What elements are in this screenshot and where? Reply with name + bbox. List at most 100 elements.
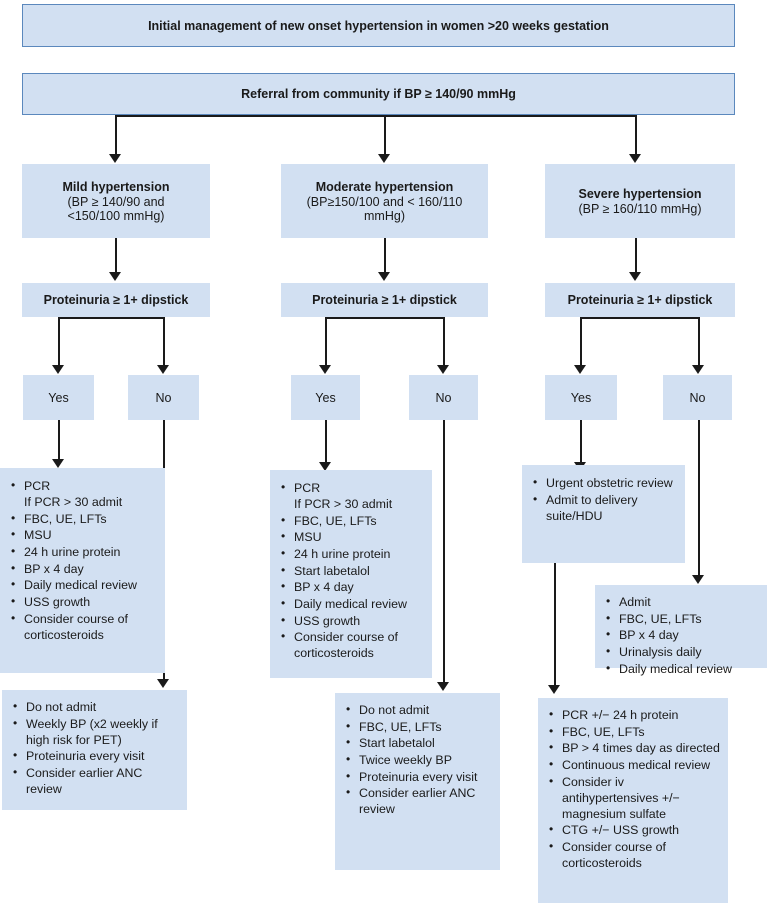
category-criteria-moderate-line1: (BP≥150/100 and < 160/110: [306, 195, 463, 209]
moderate-proteinuria-split: [325, 317, 443, 319]
mild-no-to-actions-arrow: [157, 679, 169, 688]
list-item: BP > 4 times day as directed: [549, 740, 722, 756]
list-item: BP x 4 day: [11, 561, 159, 577]
severe-to-proteinuria-line: [635, 238, 637, 274]
actions-box-moderate-no: Do not admitFBC, UE, LFTsStart labetalol…: [335, 693, 500, 870]
list-item-line: Continuous medical review: [562, 757, 711, 772]
list-item: Consider course of corticosteroids: [11, 611, 159, 643]
mild-yes-to-actions-line: [58, 420, 60, 462]
yes-box-mild: Yes: [23, 375, 94, 420]
list-item: FBC, UE, LFTs: [11, 511, 159, 527]
actions-box-severe-yes: Urgent obstetric reviewAdmit to delivery…: [522, 465, 685, 563]
referral-branch-right: [635, 115, 637, 157]
severe-yes-line: [580, 317, 582, 367]
list-item-line: BP x 4 day: [24, 561, 84, 576]
yes-label-moderate: Yes: [315, 390, 336, 405]
list-item-line: BP > 4 times day as directed: [562, 741, 720, 756]
category-criteria-severe-line1: (BP ≥ 160/110 mmHg): [578, 202, 702, 216]
list-item: Admit to delivery suite/HDU: [533, 492, 679, 524]
list-item: FBC, UE, LFTs: [606, 611, 761, 627]
list-item-line: Consider iv antihypertensives +/− magnes…: [562, 774, 680, 821]
actions-list-severe-yes: Urgent obstetric reviewAdmit to delivery…: [522, 475, 685, 524]
moderate-to-proteinuria-arrow: [378, 272, 390, 281]
list-item: BP x 4 day: [606, 627, 761, 643]
list-item: Daily medical review: [606, 661, 761, 677]
list-item: Weekly BP (x2 weekly if high risk for PE…: [13, 716, 181, 748]
moderate-to-proteinuria-line: [384, 238, 386, 274]
list-item: Consider iv antihypertensives +/− magnes…: [549, 774, 722, 822]
list-item: MSU: [281, 529, 426, 545]
list-item-line: Start labetalol: [294, 563, 370, 578]
actions-list-moderate-no: Do not admitFBC, UE, LFTsStart labetalol…: [335, 702, 500, 817]
list-item: FBC, UE, LFTs: [346, 719, 494, 735]
moderate-yes-to-actions-line: [325, 420, 327, 465]
yes-box-severe: Yes: [545, 375, 617, 420]
list-item-line: PCR +/− 24 h protein: [562, 708, 679, 722]
list-item-line: FBC, UE, LFTs: [24, 511, 107, 526]
mild-yes-line: [58, 317, 60, 367]
no-label-mild: No: [155, 390, 172, 405]
list-item: FBC, UE, LFTs: [549, 724, 722, 740]
category-criteria-moderate-line2: mmHg): [364, 209, 405, 223]
severe-proteinuria-split: [580, 317, 698, 319]
moderate-no-arrow: [437, 365, 449, 374]
list-item-line: PCR: [24, 479, 51, 493]
list-item-line: Consider course of corticosteroids: [562, 840, 666, 871]
referral-branch-mid: [384, 115, 386, 157]
list-item-line: Urinalysis daily: [619, 644, 702, 659]
category-title-moderate: Moderate hypertension: [315, 180, 454, 194]
list-item: Do not admit: [346, 702, 494, 718]
list-item: Proteinuria every visit: [346, 769, 494, 785]
list-item-line: PCR: [294, 481, 321, 495]
category-criteria-mild-line2: <150/100 mmHg): [67, 209, 165, 223]
referral-box: Referral from community if BP ≥ 140/90 m…: [22, 73, 735, 115]
list-item-line: Proteinuria every visit: [26, 749, 145, 764]
list-item: Do not admit: [13, 699, 181, 715]
title-box: Initial management of new onset hyperten…: [22, 4, 735, 47]
category-title-severe: Severe hypertension: [578, 187, 702, 201]
severe-no-to-actions-arrow: [692, 575, 704, 584]
list-item-line: USS growth: [24, 594, 91, 609]
yes-label-severe: Yes: [570, 390, 592, 405]
list-item: PCR If PCR > 30 admit: [11, 478, 159, 510]
list-item: Start labetalol: [281, 563, 426, 579]
referral-branch-mid-arrow: [378, 154, 390, 163]
list-item: Admit: [606, 594, 761, 610]
list-item-line: Daily medical review: [24, 578, 137, 593]
list-item-line: If PCR > 30 admit: [24, 495, 123, 510]
list-item: Urgent obstetric review: [533, 475, 679, 491]
list-item-line: Do not admit: [26, 700, 97, 714]
list-item-line: FBC, UE, LFTs: [562, 724, 645, 739]
referral-branch-left-arrow: [109, 154, 121, 163]
list-item: Daily medical review: [11, 577, 159, 593]
list-item-line: Consider course of corticosteroids: [24, 611, 128, 642]
severe-to-proteinuria-arrow: [629, 272, 641, 281]
severe-no-line: [698, 317, 700, 367]
actions-box-mild-no: Do not admitWeekly BP (x2 weekly if high…: [2, 690, 187, 810]
moderate-yes-line: [325, 317, 327, 367]
list-item-line: MSU: [294, 530, 322, 545]
moderate-yes-to-actions-arrow: [319, 462, 331, 471]
moderate-no-to-actions-line: [443, 420, 445, 685]
actions-list-severe-no: AdmitFBC, UE, LFTsBP x 4 dayUrinalysis d…: [595, 594, 767, 677]
severe-yes-arrow: [574, 365, 586, 374]
proteinuria-label-moderate: Proteinuria ≥ 1+ dipstick: [312, 293, 457, 307]
list-item-line: Twice weekly BP: [359, 752, 452, 767]
list-item: Consider earlier ANC review: [346, 785, 494, 817]
list-item: PCR +/− 24 h protein: [549, 707, 722, 723]
mild-proteinuria-split: [58, 317, 164, 319]
list-item-line: Start labetalol: [359, 736, 435, 751]
severe-no-to-actions-line: [698, 420, 700, 578]
list-item-line: Consider course of corticosteroids: [294, 630, 398, 661]
category-title-mild: Mild hypertension: [62, 180, 170, 194]
category-box-mild: Mild hypertension (BP ≥ 140/90 and <150/…: [22, 164, 210, 238]
category-criteria-mild-line1: (BP ≥ 140/90 and: [67, 195, 165, 209]
actions-box-severe-no: AdmitFBC, UE, LFTsBP x 4 dayUrinalysis d…: [595, 585, 767, 676]
no-box-moderate: No: [409, 375, 478, 420]
list-item: Continuous medical review: [549, 757, 722, 773]
list-item-line: FBC, UE, LFTs: [619, 611, 702, 626]
mild-no-arrow: [157, 365, 169, 374]
